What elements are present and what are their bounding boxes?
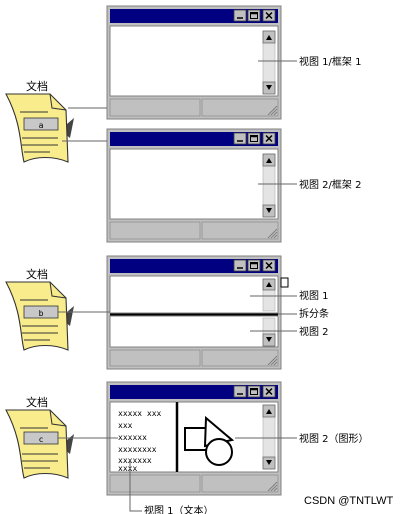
minimize-icon[interactable] bbox=[233, 385, 247, 398]
text-line: xxxxx xxx bbox=[118, 409, 162, 418]
scroll-up-icon[interactable] bbox=[262, 404, 276, 418]
size-grip-icon[interactable] bbox=[267, 355, 278, 366]
document-tag: a bbox=[39, 121, 44, 130]
callout-view2-graphic: 视图 2（图形） bbox=[299, 432, 369, 445]
window-frame-1 bbox=[106, 5, 282, 120]
minimize-icon[interactable] bbox=[233, 132, 247, 145]
status-pane bbox=[201, 221, 279, 240]
view-client-area[interactable] bbox=[109, 148, 279, 220]
size-grip-icon[interactable] bbox=[267, 105, 278, 116]
close-icon[interactable] bbox=[262, 132, 276, 145]
document-title: 文档 bbox=[26, 267, 48, 281]
text-line: xxxxxx bbox=[118, 433, 147, 442]
status-pane bbox=[109, 221, 201, 240]
watermark: CSDN @TNTLWT bbox=[304, 495, 393, 507]
close-icon[interactable] bbox=[262, 259, 276, 272]
maximize-icon[interactable] bbox=[247, 9, 261, 22]
leader-line bbox=[129, 462, 142, 512]
minimize-icon[interactable] bbox=[233, 9, 247, 22]
callout-splitter: 拆分条 bbox=[299, 307, 329, 320]
window-frame-2 bbox=[106, 128, 282, 243]
callout-view1-text: 视图 1（文本） bbox=[144, 504, 214, 514]
document-tag-box bbox=[23, 117, 59, 131]
panel-2: 视图 2/框架 2 bbox=[62, 128, 361, 243]
status-pane bbox=[109, 349, 201, 367]
text-view-client-area[interactable] bbox=[109, 401, 177, 473]
scroll-down-icon[interactable] bbox=[262, 204, 276, 218]
document-icon-c: c bbox=[5, 409, 74, 479]
callout-view2-frame2: 视图 2/框架 2 bbox=[299, 178, 361, 191]
text-line: xxxxxxx bbox=[118, 456, 152, 465]
window-frame-4: xxxxx xxx xxx xxxxxx xxxxxxxx xxxxxxx xx… bbox=[106, 381, 282, 496]
callout-view1: 视图 1 bbox=[299, 289, 329, 302]
document-tag: c bbox=[39, 435, 44, 444]
text-content: xxxxx xxx xxx xxxxxx xxxxxxxx xxxxxxx xx… bbox=[118, 409, 162, 473]
status-pane bbox=[109, 474, 201, 493]
text-line: xxxx bbox=[118, 464, 137, 473]
minimize-icon[interactable] bbox=[233, 259, 247, 272]
document-tag: b bbox=[39, 309, 44, 318]
status-pane bbox=[109, 98, 201, 117]
close-icon[interactable] bbox=[262, 385, 276, 398]
close-icon[interactable] bbox=[262, 9, 276, 22]
window-frame-3 bbox=[106, 255, 282, 370]
panel-4: xxxxx xxx xxx xxxxxx xxxxxxxx xxxxxxx xx… bbox=[5, 381, 369, 514]
document-icon-a: a bbox=[5, 93, 74, 163]
maximize-icon[interactable] bbox=[247, 132, 261, 145]
panel-3: b 文档 视图 1 拆分条 视图 2 bbox=[5, 255, 329, 370]
maximize-icon[interactable] bbox=[247, 259, 261, 272]
text-line: xxxxxxxx bbox=[118, 445, 157, 454]
status-pane bbox=[201, 349, 279, 367]
scroll-up-icon[interactable] bbox=[262, 278, 276, 291]
size-grip-icon[interactable] bbox=[267, 481, 278, 492]
status-pane bbox=[201, 474, 279, 493]
view-client-area[interactable] bbox=[109, 25, 279, 97]
text-line: xxx bbox=[118, 421, 133, 430]
scroll-up-icon[interactable] bbox=[262, 30, 276, 44]
maximize-icon[interactable] bbox=[247, 385, 261, 398]
scroll-down-icon[interactable] bbox=[262, 333, 276, 347]
callout-view2: 视图 2 bbox=[299, 325, 329, 338]
document-icon-b: b bbox=[5, 281, 74, 351]
splitter-box[interactable] bbox=[280, 277, 289, 288]
document-title: 文档 bbox=[26, 395, 48, 409]
size-grip-icon[interactable] bbox=[267, 228, 278, 239]
status-pane bbox=[201, 98, 279, 117]
scroll-down-icon[interactable] bbox=[262, 456, 276, 470]
scroll-down-icon[interactable] bbox=[262, 81, 276, 95]
graphic-content bbox=[184, 415, 235, 466]
view1-client-area[interactable] bbox=[109, 275, 279, 314]
panel-1: a 文档 视图 1/框架 1 bbox=[5, 5, 361, 163]
document-title: 文档 bbox=[26, 79, 48, 93]
scroll-up-icon[interactable] bbox=[262, 153, 276, 167]
callout-view1-frame1: 视图 1/框架 1 bbox=[299, 55, 361, 68]
circle-shape bbox=[205, 438, 233, 466]
